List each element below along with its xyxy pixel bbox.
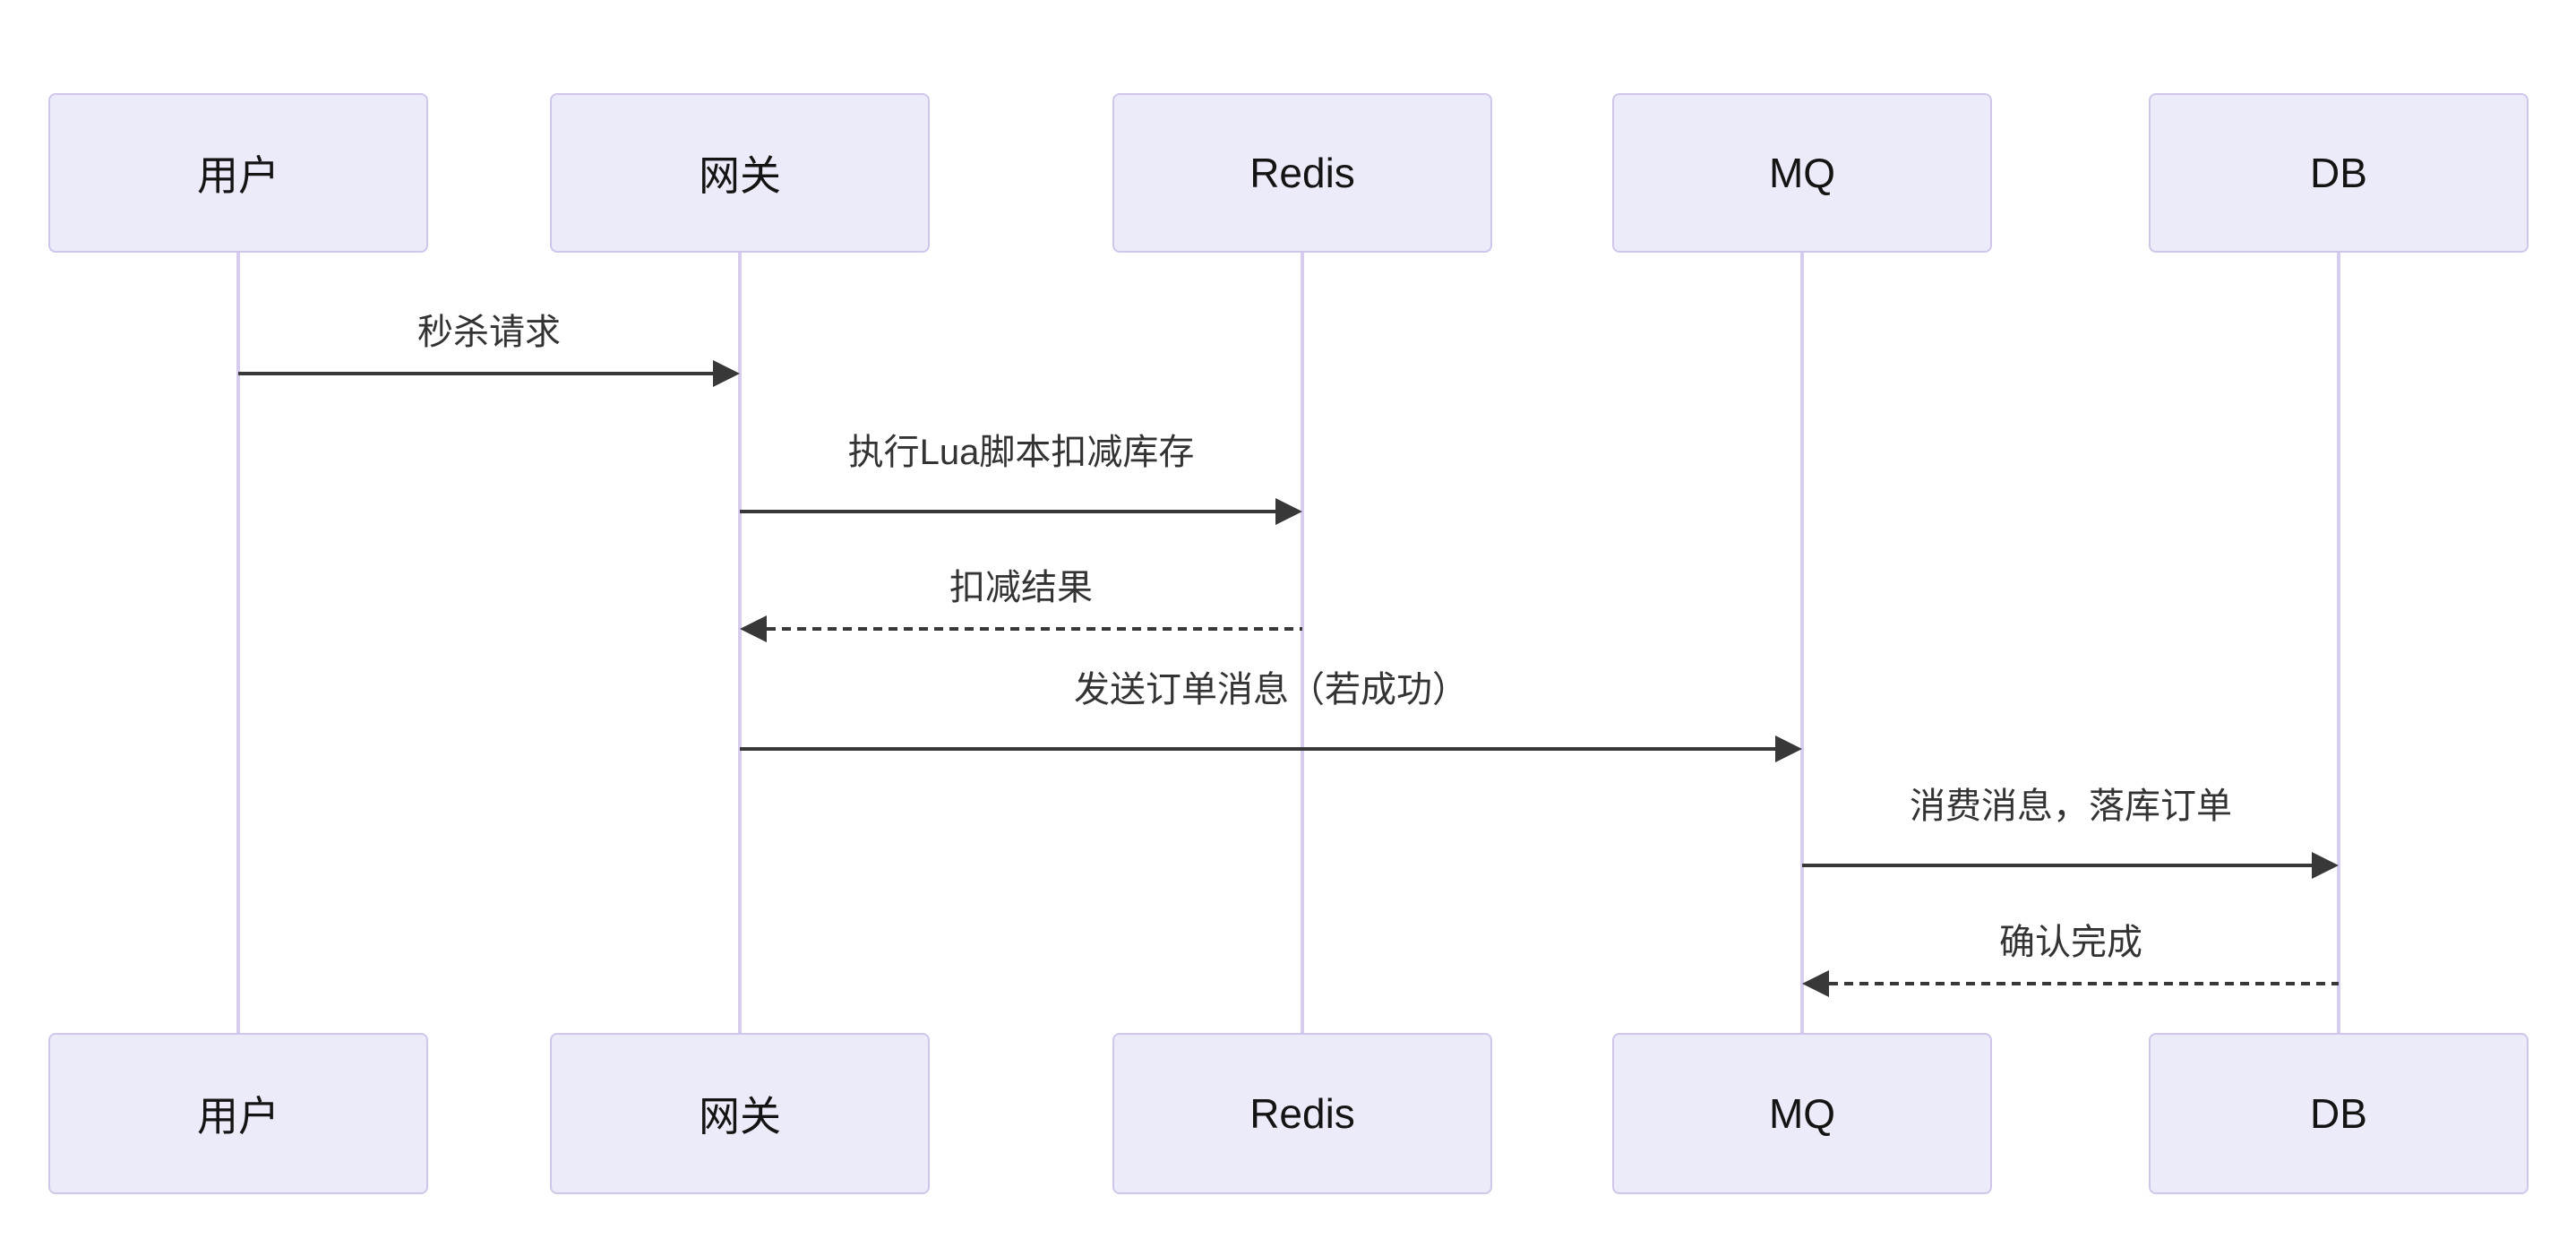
lifeline-user xyxy=(236,253,240,1034)
message-label: 发送订单消息（若成功） xyxy=(1074,670,1468,710)
lifeline-mq xyxy=(1800,253,1804,1034)
arrowhead-right-icon xyxy=(1275,498,1302,525)
message-label: 秒杀请求 xyxy=(417,313,561,352)
message-label: 消费消息，落库订单 xyxy=(1910,787,2232,826)
actor-top-redis: Redis xyxy=(1112,93,1492,253)
arrowhead-right-icon xyxy=(1775,736,1802,762)
actor-label: MQ xyxy=(1768,1090,1836,1137)
actor-label: MQ xyxy=(1768,150,1836,196)
actor-bottom-db: DB xyxy=(2149,1033,2529,1194)
message-line-dashed xyxy=(1829,982,2339,985)
actor-bottom-gateway: 网关 xyxy=(550,1033,930,1194)
message-line xyxy=(1802,864,2314,867)
arrowhead-left-icon xyxy=(740,615,767,642)
lifeline-gateway xyxy=(738,253,742,1034)
actor-label: 网关 xyxy=(699,1093,781,1140)
message-line-dashed xyxy=(767,627,1302,631)
arrowhead-right-icon xyxy=(2312,852,2339,879)
lifeline-redis xyxy=(1301,253,1304,1034)
actor-top-gateway: 网关 xyxy=(550,93,930,253)
actor-label: Redis xyxy=(1249,1090,1355,1137)
message-label: 执行Lua脚本扣减库存 xyxy=(847,433,1195,472)
actor-top-db: DB xyxy=(2149,93,2529,253)
actor-label: Redis xyxy=(1249,150,1355,196)
actor-label: 用户 xyxy=(197,152,279,199)
actor-top-mq: MQ xyxy=(1612,93,1992,253)
actor-bottom-redis: Redis xyxy=(1112,1033,1492,1194)
actor-bottom-user: 用户 xyxy=(48,1033,428,1194)
actor-top-user: 用户 xyxy=(48,93,428,253)
actor-label: DB xyxy=(2310,1090,2367,1137)
actor-bottom-mq: MQ xyxy=(1612,1033,1992,1194)
actor-label: 网关 xyxy=(699,152,781,199)
arrowhead-left-icon xyxy=(1802,970,1829,997)
arrowhead-right-icon xyxy=(713,360,740,387)
message-line xyxy=(740,747,1777,751)
actor-label: 用户 xyxy=(197,1093,279,1140)
actor-label: DB xyxy=(2310,150,2367,196)
message-label: 扣减结果 xyxy=(949,568,1093,607)
message-line xyxy=(740,510,1277,513)
message-label: 确认完成 xyxy=(1999,923,2142,962)
message-line xyxy=(238,372,715,375)
lifeline-db xyxy=(2337,253,2340,1034)
